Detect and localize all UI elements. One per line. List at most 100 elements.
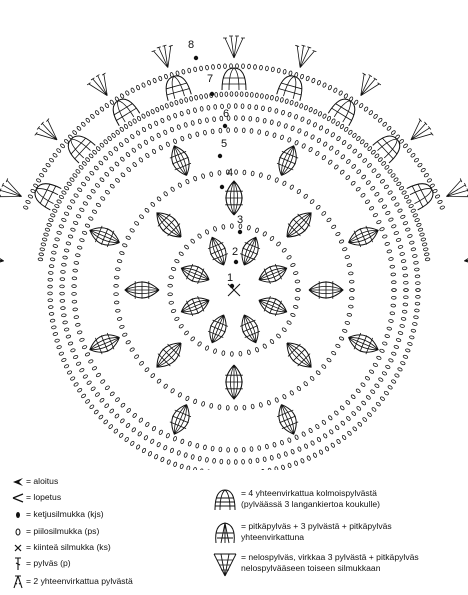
chain-stitch [389, 264, 395, 269]
chain-stitch [239, 91, 244, 97]
chain-stitch [150, 202, 156, 207]
chain-stitch [244, 91, 249, 98]
chain-stitch [81, 161, 87, 166]
chain-stitch [238, 223, 243, 230]
chain-stitch [382, 121, 387, 127]
fan-stitch [223, 35, 245, 59]
chain-stitch [49, 257, 56, 262]
chain-stitch [77, 245, 83, 250]
chain-stitch [221, 350, 226, 356]
cluster-bar [106, 230, 115, 248]
chain-stitch [267, 106, 272, 113]
chain-stitch [294, 279, 301, 284]
chain-stitch [439, 205, 445, 210]
chain-stitch [318, 449, 324, 455]
chain-stitch [226, 459, 231, 465]
fan-stitch [463, 247, 468, 270]
chain-stitch [58, 351, 64, 356]
chain-stitch [104, 103, 109, 109]
round-number-6: 6 [223, 108, 229, 120]
fan-lines [0, 178, 22, 199]
dome-cluster [372, 135, 401, 164]
chain-stitch [246, 225, 251, 231]
chain-stitch [109, 99, 114, 105]
chain-stitch [294, 140, 299, 146]
chain-stitch [113, 284, 119, 288]
chain-stitch [407, 234, 413, 238]
chain-stitch [197, 341, 202, 347]
chain-stitch [414, 308, 420, 313]
outer-petal [89, 225, 120, 248]
chain-stitch [295, 288, 301, 292]
chain-stitch [103, 155, 109, 161]
chain-stitch [315, 424, 320, 430]
chain-stitch [294, 296, 301, 301]
chain-stitch [249, 446, 254, 452]
crochet-chart: 1 2 3 4 5 6 7 8 [0, 35, 468, 470]
chain-stitch [104, 403, 110, 408]
chain-stitch [205, 64, 209, 71]
chain-stitch [113, 300, 120, 305]
chain-stitch [242, 404, 247, 411]
chain-stitch [414, 157, 419, 163]
dome-cluster [406, 183, 434, 211]
chain-stitch [303, 381, 308, 387]
cluster-bar [269, 266, 277, 282]
chain-stitch [120, 156, 125, 162]
stitch-motifs [0, 35, 468, 435]
chain-stitch [321, 419, 327, 425]
chain-stitch [340, 154, 346, 160]
chain-stitch [111, 132, 116, 138]
chain-stitch [306, 119, 311, 125]
fan-lines [223, 35, 245, 59]
chain-stitch [415, 281, 421, 285]
chain-stitch [413, 260, 419, 265]
round-start-marker [237, 229, 243, 235]
dome-cluster [327, 98, 356, 127]
middle-petal [225, 180, 243, 216]
chain-stitch [269, 119, 274, 125]
chain-stitch [234, 447, 238, 453]
chain-stitch [195, 131, 200, 137]
cluster-bar [242, 325, 258, 333]
chain-stitch [234, 91, 239, 97]
cluster-bar [169, 421, 187, 429]
round-start-marker [193, 55, 199, 61]
chain-stitch [370, 389, 376, 394]
chain-stitch [190, 120, 195, 126]
chain-stitch [348, 271, 354, 276]
chain-stitch [124, 437, 129, 442]
chain-stitch [364, 376, 370, 381]
chain-stitch [52, 208, 58, 213]
cluster-bar [353, 332, 362, 350]
chain-stitch [281, 248, 287, 253]
chain-stitch [257, 445, 262, 451]
chain-stitch [73, 261, 79, 265]
chain-stitch [363, 142, 369, 148]
chain-stitch [316, 137, 322, 143]
chain-stitch [98, 414, 104, 420]
chain-stitch [60, 306, 66, 310]
chain-stitch [381, 204, 387, 209]
chain-stitch [272, 442, 277, 448]
chain-stitch [151, 426, 157, 432]
chain-stitch [351, 411, 356, 416]
chain-stitch [123, 123, 129, 129]
chain-stitch [284, 98, 289, 104]
chain-stitch [318, 125, 324, 131]
chain-stitch [402, 302, 409, 307]
chain-stitch [272, 132, 277, 138]
fan-cluster-icon [213, 552, 237, 577]
chain-stitch [304, 105, 308, 111]
chain-stitch [135, 130, 141, 136]
chain-stitch [282, 180, 287, 186]
cluster-bar [274, 263, 282, 280]
round-start-marker [229, 283, 235, 289]
chain-stitch [393, 345, 399, 349]
chain-stitch [379, 227, 385, 232]
chain-stitch [362, 417, 368, 422]
chain-stitch [395, 338, 402, 342]
chain-stitch [88, 153, 94, 159]
cluster-bar [207, 330, 224, 338]
chain-stitch [403, 288, 409, 292]
